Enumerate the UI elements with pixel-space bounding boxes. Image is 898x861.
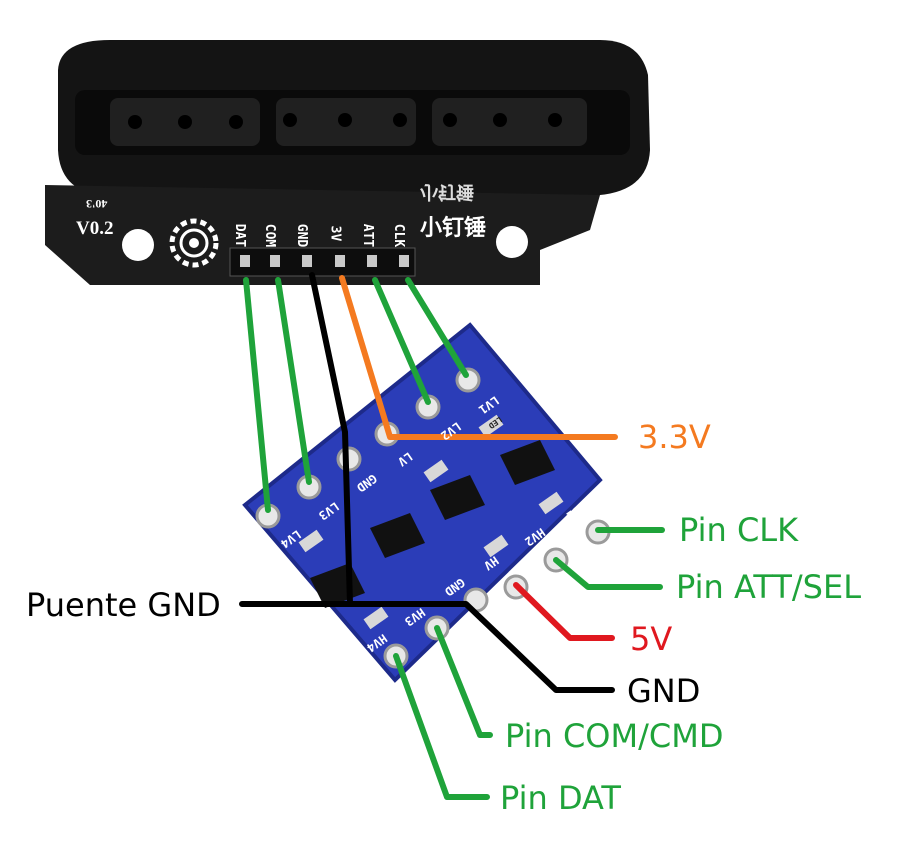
wire-5v <box>513 582 615 641</box>
connector-version: V0.2 <box>76 218 114 239</box>
wire-att-low <box>372 277 431 405</box>
connector-maker-mirrored: 小钉锤 <box>420 181 474 202</box>
pin-header <box>229 247 416 277</box>
connector-small-text: 40'3 <box>86 197 108 211</box>
wire-gnd-low <box>309 272 353 607</box>
wire-com-low <box>275 277 312 485</box>
pin-label-att: ATT <box>360 223 376 248</box>
pin-label-gnd: GND <box>294 223 310 248</box>
wire-dat-low <box>243 277 271 513</box>
wire-com-high <box>434 625 493 738</box>
label-3v3: 3.3V <box>638 418 711 456</box>
label-gnd: GND <box>627 672 701 710</box>
wire-clk-low <box>405 277 469 378</box>
label-5v: 5V <box>630 620 673 658</box>
connector-maker: 小钉锤 <box>420 216 487 241</box>
wire-gnd-high <box>239 601 615 693</box>
label-puente-gnd: Puente GND <box>26 586 221 624</box>
ps2-connector <box>45 40 650 285</box>
label-pin-clk: Pin CLK <box>679 511 799 549</box>
wire-dat-high <box>393 653 490 800</box>
wire-att-high <box>553 557 663 590</box>
label-pin-com-cmd: Pin COM/CMD <box>505 717 724 755</box>
pin-label-3v: 3V <box>327 225 343 242</box>
mount-hole-left <box>122 229 154 261</box>
connector-pcb <box>45 185 600 285</box>
pin-label-clk: CLK <box>391 223 407 248</box>
connector-slot-right <box>432 98 587 146</box>
label-pin-att-sel: Pin ATT/SEL <box>676 568 862 606</box>
pin-label-com: COM <box>262 223 278 248</box>
wire-33v <box>339 275 618 440</box>
label-pin-dat: Pin DAT <box>500 779 621 817</box>
pin-label-dat: DAT <box>232 223 248 248</box>
gear-logo-icon <box>169 218 219 268</box>
mount-hole-right <box>496 226 528 258</box>
